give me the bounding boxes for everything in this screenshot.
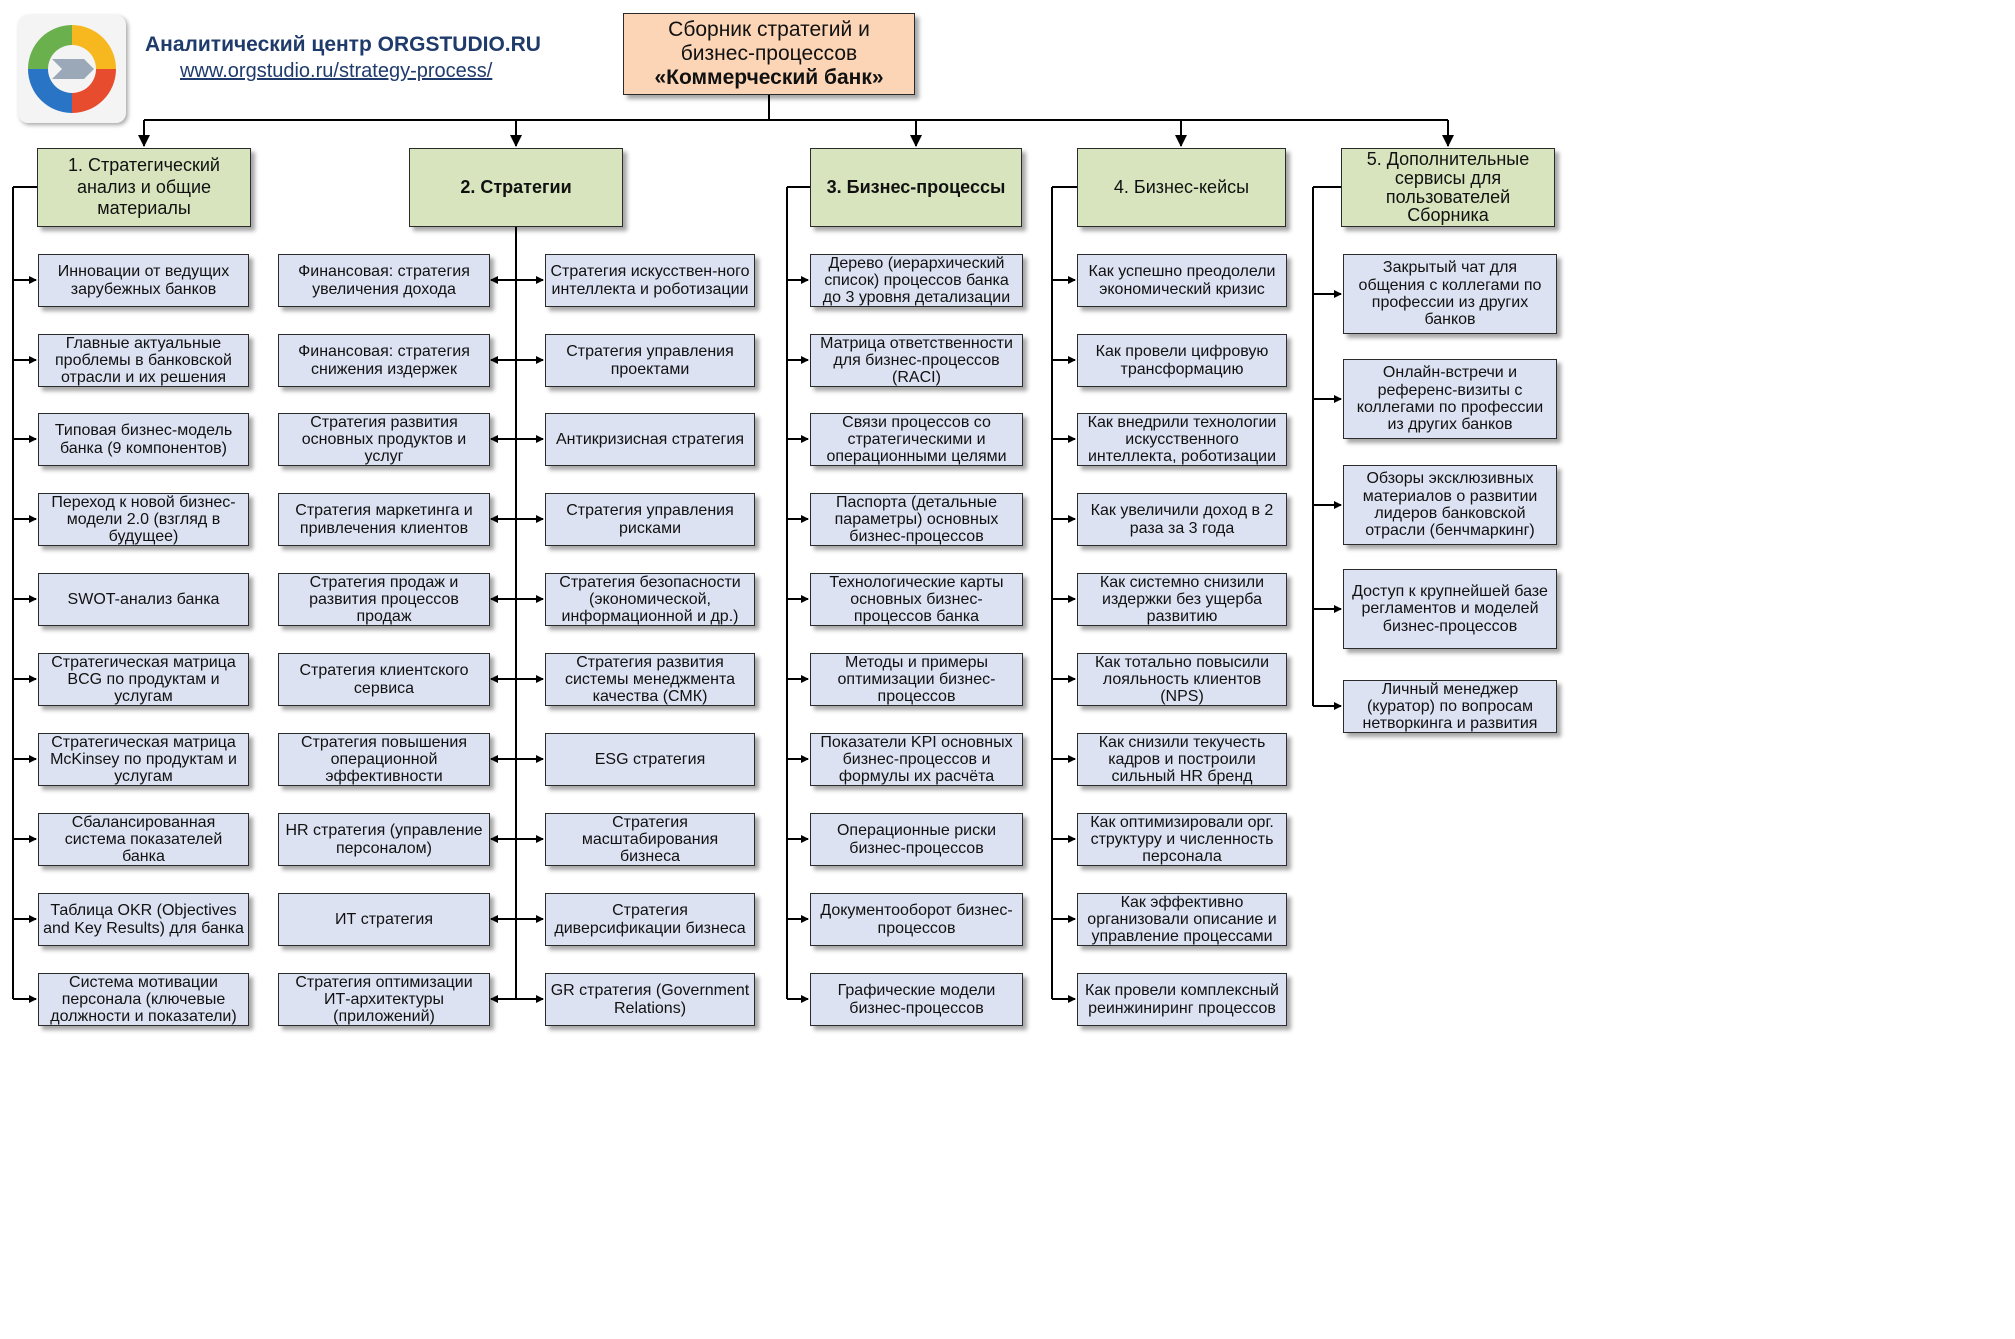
- item-case-10[interactable]: Как провели комплексный реинжиниринг про…: [1077, 973, 1287, 1026]
- item-case-4[interactable]: Как увеличили доход в 2 раза за 3 года: [1077, 493, 1287, 546]
- item-analysis-2[interactable]: Главные актуальные проблемы в банковской…: [38, 334, 249, 387]
- item-strategy-right-5[interactable]: Стратегия безопасности (экономической, и…: [545, 573, 755, 626]
- item-strategy-left-6[interactable]: Стратегия клиентского сервиса: [278, 653, 490, 706]
- item-process-7[interactable]: Показатели KPI основных бизнес-процессов…: [810, 733, 1023, 786]
- item-strategy-left-5[interactable]: Стратегия продаж и развития процессов пр…: [278, 573, 490, 626]
- item-strategy-right-4[interactable]: Стратегия управления рисками: [545, 493, 755, 546]
- item-service-3[interactable]: Обзоры эксклюзивных материалов о развити…: [1343, 465, 1557, 545]
- item-strategy-left-2[interactable]: Финансовая: стратегия снижения издержек: [278, 334, 490, 387]
- item-case-5[interactable]: Как системно снизили издержки без ущерба…: [1077, 573, 1287, 626]
- item-service-1[interactable]: Закрытый чат для общения с коллегами по …: [1343, 254, 1557, 334]
- item-strategy-left-10[interactable]: Стратегия оптимизации ИТ-архитектуры (пр…: [278, 973, 490, 1026]
- item-strategy-left-8[interactable]: HR стратегия (управление персоналом): [278, 813, 490, 866]
- item-process-4[interactable]: Паспорта (детальные параметры) основных …: [810, 493, 1023, 546]
- item-service-2[interactable]: Онлайн-встречи и референс-визиты с колле…: [1343, 359, 1557, 439]
- item-strategy-right-1[interactable]: Стратегия искусствен-ного интеллекта и р…: [545, 254, 755, 307]
- item-strategy-left-1[interactable]: Финансовая: стратегия увеличения дохода: [278, 254, 490, 307]
- item-process-9[interactable]: Документооборот бизнес-процессов: [810, 893, 1023, 946]
- item-service-5[interactable]: Личный менеджер (куратор) по вопросам не…: [1343, 680, 1557, 733]
- item-strategy-right-6[interactable]: Стратегия развития системы менеджмента к…: [545, 653, 755, 706]
- connector-lines: [12, 95, 1454, 1003]
- item-case-8[interactable]: Как оптимизировали орг. структуру и числ…: [1077, 813, 1287, 866]
- item-strategy-right-10[interactable]: GR стратегия (Government Relations): [545, 973, 755, 1026]
- item-case-7[interactable]: Как снизили текучесть кадров и построили…: [1077, 733, 1287, 786]
- org-url-link[interactable]: www.orgstudio.ru/strategy-process/: [180, 60, 493, 82]
- item-analysis-8[interactable]: Сбалансированная система показателей бан…: [38, 813, 249, 866]
- org-name: Аналитический центр ORGSTUDIO.RU: [145, 33, 541, 56]
- item-analysis-5[interactable]: SWOT-анализ банка: [38, 573, 249, 626]
- item-case-3[interactable]: Как внедрили технологии искусственного и…: [1077, 413, 1287, 466]
- item-process-5[interactable]: Технологические карты основных бизнес-пр…: [810, 573, 1023, 626]
- item-analysis-3[interactable]: Типовая бизнес-модель банка (9 компонент…: [38, 413, 249, 466]
- root-box: Сборник стратегий и бизнес-процессов «Ко…: [623, 13, 915, 95]
- item-strategy-left-9[interactable]: ИТ стратегия: [278, 893, 490, 946]
- category-header-5[interactable]: 5. Дополнительные сервисы для пользовате…: [1341, 148, 1555, 227]
- root-title-line2: бизнес-процессов: [680, 41, 858, 65]
- item-strategy-left-3[interactable]: Стратегия развития основных продуктов и …: [278, 413, 490, 466]
- item-process-8[interactable]: Операционные риски бизнес-процессов: [810, 813, 1023, 866]
- item-analysis-9[interactable]: Таблица OKR (Objectives and Key Results)…: [38, 893, 249, 946]
- category-header-4[interactable]: 4. Бизнес-кейсы: [1077, 148, 1286, 227]
- item-process-6[interactable]: Методы и примеры оптимизации бизнес-проц…: [810, 653, 1023, 706]
- item-analysis-7[interactable]: Стратегическая матрица McKinsey по проду…: [38, 733, 249, 786]
- item-analysis-6[interactable]: Стратегическая матрица BCG по продуктам …: [38, 653, 249, 706]
- item-case-6[interactable]: Как тотально повысили лояльность клиенто…: [1077, 653, 1287, 706]
- item-analysis-1[interactable]: Инновации от ведущих зарубежных банков: [38, 254, 249, 307]
- item-process-2[interactable]: Матрица ответственности для бизнес-проце…: [810, 334, 1023, 387]
- item-analysis-4[interactable]: Переход к новой бизнес-модели 2.0 (взгля…: [38, 493, 249, 546]
- item-strategy-left-4[interactable]: Стратегия маркетинга и привлечения клиен…: [278, 493, 490, 546]
- item-strategy-right-7[interactable]: ESG стратегия: [545, 733, 755, 786]
- orgstudio-logo-icon[interactable]: [18, 15, 126, 123]
- item-strategy-left-7[interactable]: Стратегия повышения операционной эффекти…: [278, 733, 490, 786]
- item-analysis-10[interactable]: Система мотивации персонала (ключевые до…: [38, 973, 249, 1026]
- item-strategy-right-2[interactable]: Стратегия управления проектами: [545, 334, 755, 387]
- item-process-10[interactable]: Графические модели бизнес-процессов: [810, 973, 1023, 1026]
- root-title-line3: «Коммерческий банк»: [654, 66, 884, 90]
- item-strategy-right-3[interactable]: Антикризисная стратегия: [545, 413, 755, 466]
- item-case-1[interactable]: Как успешно преодолели экономический кри…: [1077, 254, 1287, 307]
- category-header-1[interactable]: 1. Стратегический анализ и общие материа…: [37, 148, 251, 227]
- item-strategy-right-9[interactable]: Стратегия диверсификации бизнеса: [545, 893, 755, 946]
- root-title-line1: Сборник стратегий и: [668, 17, 870, 41]
- category-header-3[interactable]: 3. Бизнес-процессы: [810, 148, 1022, 227]
- item-process-3[interactable]: Связи процессов со стратегическими и опе…: [810, 413, 1023, 466]
- item-case-9[interactable]: Как эффективно организовали описание и у…: [1077, 893, 1287, 946]
- item-case-2[interactable]: Как провели цифровую трансформацию: [1077, 334, 1287, 387]
- item-strategy-right-8[interactable]: Стратегия масштабирования бизнеса: [545, 813, 755, 866]
- item-service-4[interactable]: Доступ к крупнейшей базе регламентов и м…: [1343, 569, 1557, 649]
- category-header-2[interactable]: 2. Стратегии: [409, 148, 623, 227]
- item-process-1[interactable]: Дерево (иерархический список) процессов …: [810, 254, 1023, 307]
